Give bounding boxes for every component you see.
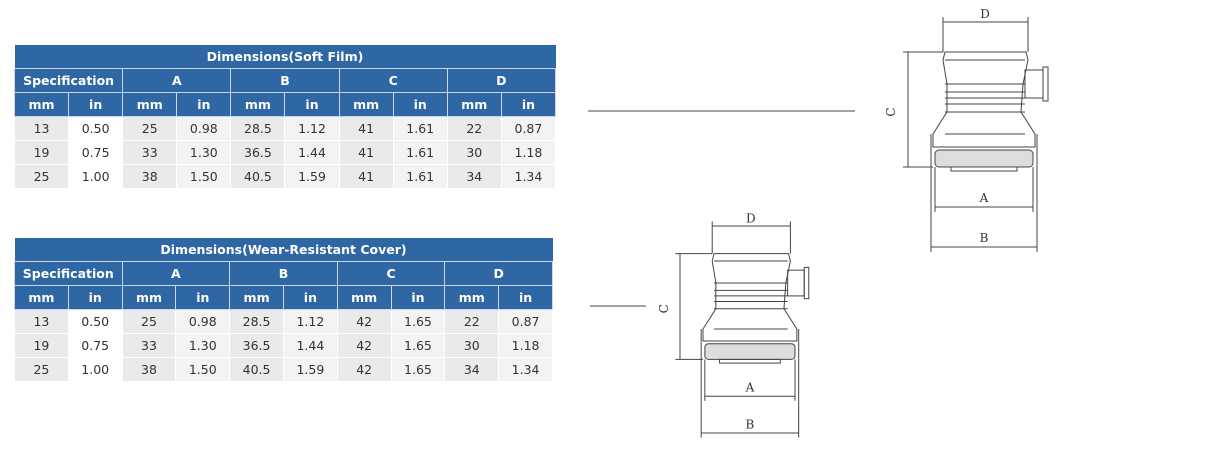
table-cell: 30 xyxy=(446,140,502,165)
drawing-soft-film: D C A B xyxy=(884,7,1049,252)
table-cell: 25 xyxy=(121,309,177,334)
table-cell: 42 xyxy=(336,357,392,382)
dim-label-b: B xyxy=(980,231,989,245)
table-cell: 1.12 xyxy=(284,116,340,141)
table-cell: 1.50 xyxy=(175,357,231,382)
dim-label-d: D xyxy=(980,7,990,21)
unit-header: mm xyxy=(229,285,284,310)
table-cell: 22 xyxy=(446,116,502,141)
group-header: C xyxy=(336,261,446,286)
table-title: Dimensions(Soft Film) xyxy=(14,45,556,69)
unit-header: in xyxy=(282,285,338,310)
unit-header: mm xyxy=(230,92,286,117)
unit-header: in xyxy=(392,92,448,117)
table-cell: 40.5 xyxy=(229,357,284,382)
table-cell: 36.5 xyxy=(230,140,286,165)
table-cell: 1.65 xyxy=(390,357,446,382)
table-cell: 42 xyxy=(336,309,392,334)
table-cell: 42 xyxy=(336,333,392,358)
table-cell: 1.18 xyxy=(498,333,553,358)
table-cell: 1.61 xyxy=(392,116,448,141)
unit-header: in xyxy=(176,92,232,117)
table-cell: 1.34 xyxy=(498,357,553,382)
table-cell: 0.87 xyxy=(498,309,553,334)
table-cell: 0.50 xyxy=(67,309,123,334)
table-cell: 1.61 xyxy=(392,164,448,189)
table-cell: 0.87 xyxy=(500,116,557,141)
table-cell: 0.98 xyxy=(175,309,231,334)
table-cell: 1.18 xyxy=(500,140,557,165)
table-cell: 1.59 xyxy=(282,357,338,382)
table-cell: 1.65 xyxy=(390,333,446,358)
table-cell: 34 xyxy=(446,164,502,189)
table-cell: 25 xyxy=(13,164,70,189)
unit-header: mm xyxy=(121,285,177,310)
group-header: B xyxy=(230,68,340,93)
table-cell: 19 xyxy=(13,140,70,165)
table-cell: 1.50 xyxy=(176,164,232,189)
unit-header: in xyxy=(68,92,124,117)
unit-header: mm xyxy=(14,285,69,310)
table-cell: 1.34 xyxy=(500,164,557,189)
table-cell: 0.75 xyxy=(67,333,123,358)
table-cell: 33 xyxy=(121,333,177,358)
table-cell: 0.98 xyxy=(176,116,232,141)
group-header: A xyxy=(121,261,231,286)
table-cell: 38 xyxy=(122,164,178,189)
dim-label-c: C xyxy=(884,107,898,116)
table-cell: 0.75 xyxy=(68,140,124,165)
unit-header: mm xyxy=(336,285,392,310)
table-cell: 1.59 xyxy=(284,164,340,189)
table-cell: 36.5 xyxy=(229,333,284,358)
drawing-wear-resistant: D C A B xyxy=(657,211,810,438)
unit-header: mm xyxy=(338,92,394,117)
table-cell: 1.00 xyxy=(68,164,124,189)
unit-header: in xyxy=(175,285,231,310)
table-cell: 41 xyxy=(338,164,394,189)
table-cell: 1.00 xyxy=(67,357,123,382)
unit-header: in xyxy=(500,92,557,117)
unit-header: mm xyxy=(446,92,502,117)
table-cell: 1.12 xyxy=(282,309,338,334)
dimensions-table: Dimensions(Wear-Resistant Cover)Specific… xyxy=(14,238,553,382)
group-header: D xyxy=(446,68,557,93)
group-header: B xyxy=(229,261,338,286)
table-cell: 1.44 xyxy=(282,333,338,358)
group-header: D xyxy=(444,261,553,286)
group-header: Specification xyxy=(14,261,123,286)
dim-label-b: B xyxy=(746,417,755,431)
table-cell: 30 xyxy=(444,333,500,358)
dim-label-d: D xyxy=(746,211,756,225)
table-cell: 0.50 xyxy=(68,116,124,141)
table-cell: 38 xyxy=(121,357,177,382)
table-cell: 25 xyxy=(122,116,178,141)
table-title: Dimensions(Wear-Resistant Cover) xyxy=(14,238,553,262)
table-cell: 1.30 xyxy=(175,333,231,358)
table-cell: 13 xyxy=(13,116,70,141)
table-cell: 33 xyxy=(122,140,178,165)
dim-label-c: C xyxy=(657,304,671,313)
unit-header: in xyxy=(390,285,446,310)
table-cell: 1.44 xyxy=(284,140,340,165)
group-header: C xyxy=(338,68,448,93)
table-cell: 13 xyxy=(14,309,69,334)
table-cell: 34 xyxy=(444,357,500,382)
table-cell: 25 xyxy=(14,357,69,382)
dim-label-a: A xyxy=(979,191,989,205)
unit-header: in xyxy=(498,285,553,310)
group-header: A xyxy=(122,68,232,93)
group-header: Specification xyxy=(13,68,124,93)
table-cell: 28.5 xyxy=(230,116,286,141)
unit-header: in xyxy=(67,285,123,310)
dim-label-a: A xyxy=(745,381,755,395)
